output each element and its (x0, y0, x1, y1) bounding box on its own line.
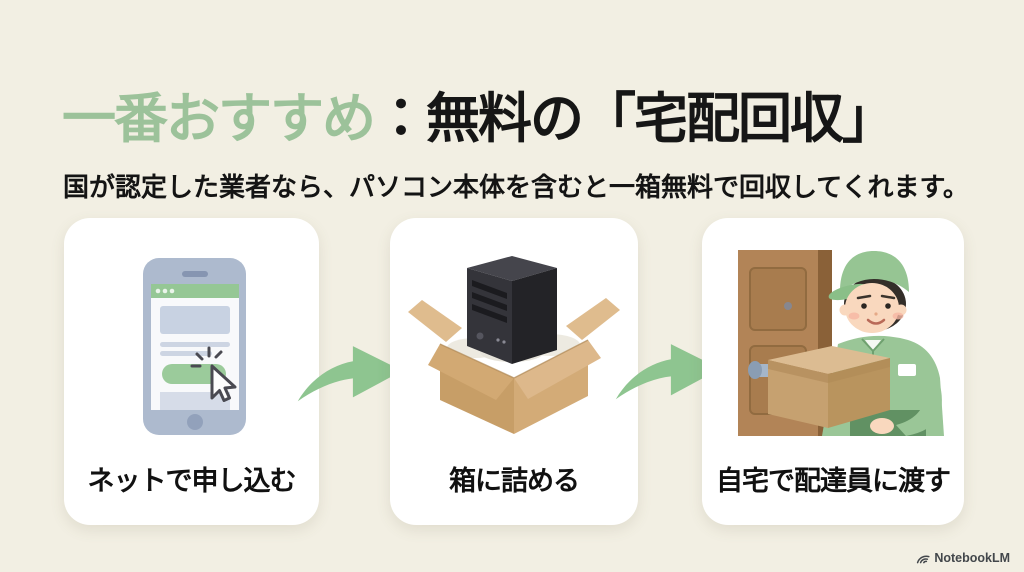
step-label: 自宅で配達員に渡す (716, 466, 951, 496)
step-label: ネットで申し込む (87, 466, 297, 496)
curved-right-arrow-icon (294, 329, 408, 405)
door-courier-handover-icon (702, 248, 964, 438)
page-title: 一番おすすめ：無料の「宅配回収」 (62, 89, 896, 150)
step-card-pack-box: 箱に詰める (390, 218, 638, 525)
watermark-label: NotebookLM (934, 551, 1010, 565)
notebooklm-watermark: NotebookLM (916, 551, 1010, 565)
pc-tower-in-cardboard-box-icon (390, 248, 638, 438)
smartphone-online-application-icon (64, 248, 319, 438)
curved-right-arrow-icon (612, 327, 726, 403)
title-highlight: 一番おすすめ (62, 89, 376, 150)
notebooklm-logo-icon (916, 551, 930, 565)
subtitle: 国が認定した業者なら、パソコン本体を含むと一箱無料で回収してくれます。 (63, 172, 969, 202)
step-card-handover-at-home: 自宅で配達員に渡す (702, 218, 964, 525)
step-card-apply-online: ネットで申し込む (64, 218, 319, 525)
step-label: 箱に詰める (449, 466, 580, 496)
title-rest: ：無料の「宅配回収」 (374, 89, 896, 150)
